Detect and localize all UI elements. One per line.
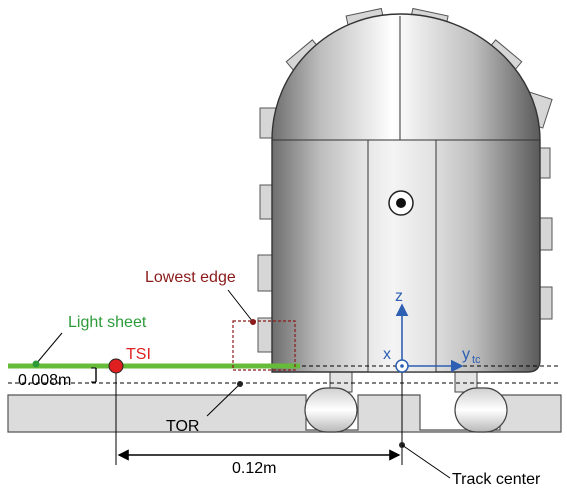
tor-label: TOR (166, 418, 199, 435)
axis-x-label: x (383, 346, 391, 363)
wheels (304, 369, 508, 433)
tsi-label: TSI (126, 346, 151, 363)
axis-y-subscript: tc (472, 354, 481, 366)
axis-z-label: z (395, 288, 403, 305)
offset-label: 0.008m (18, 372, 71, 389)
wheel-left (304, 387, 358, 433)
track-center-label: Track center (452, 471, 541, 488)
coordinate-axes: z x y tc (383, 288, 481, 373)
lowest-edge-label: Lowest edge (145, 269, 236, 286)
distance-label: 0.12m (232, 460, 276, 477)
light-sheet-dot (32, 360, 40, 368)
wheel-right (454, 387, 508, 433)
lowest-edge-dot (250, 319, 256, 325)
vehicle-body (271, 13, 541, 373)
axis-y-label: y (462, 346, 470, 363)
lowest-edge-box (232, 320, 296, 371)
tsi-marker (108, 358, 124, 374)
rail-bed (7, 394, 562, 433)
light-sheet-label: Light sheet (68, 314, 147, 331)
